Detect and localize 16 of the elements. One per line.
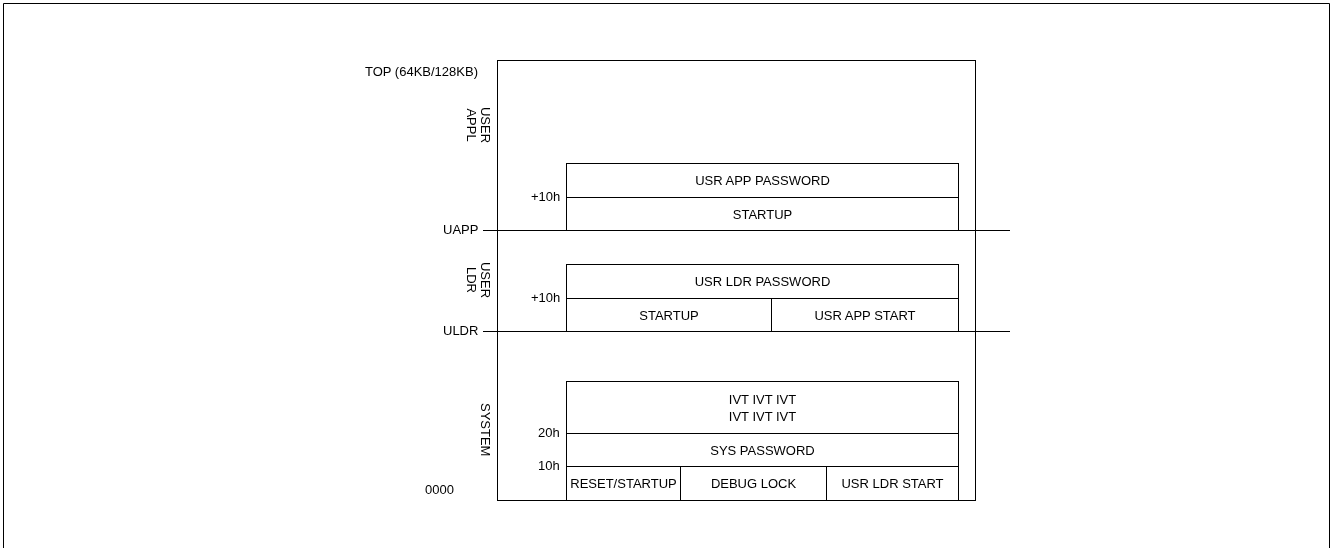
address-label: ULDR xyxy=(443,323,479,338)
address-label: UAPP xyxy=(443,222,479,237)
address-label: TOP (64KB/128KB) xyxy=(365,64,478,79)
memory-region-cell: USR LDR PASSWORD xyxy=(566,264,959,299)
offset-label: +10h xyxy=(531,290,561,305)
offset-label: +10h xyxy=(531,189,561,204)
region-label: USER APPL xyxy=(464,105,492,146)
region-label: USER LDR xyxy=(464,260,492,301)
address-label: 0000 xyxy=(425,482,454,497)
memory-region-cell: USR APP PASSWORD xyxy=(566,163,959,198)
memory-region-cell: SYS PASSWORD xyxy=(566,433,959,467)
memory-map-box xyxy=(497,60,976,501)
memory-region-cell: STARTUP xyxy=(566,197,959,231)
memory-region-cell: IVT IVT IVT IVT IVT IVT xyxy=(566,381,959,434)
offset-label: 10h xyxy=(538,458,560,473)
offset-label: 20h xyxy=(538,425,560,440)
